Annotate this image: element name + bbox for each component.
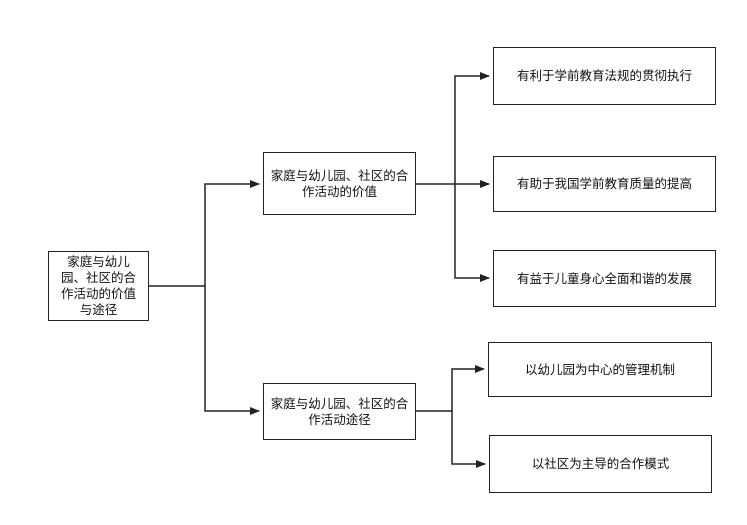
root-node: 家庭与幼儿园、社区的合作活动的价值与途径 [48,251,149,321]
edge-root-to-value [148,180,260,287]
leaf-node-path-2-label: 以社区为主导的合作模式 [531,456,670,471]
branch-node-path-label: 家庭与幼儿园、社区的合作活动途径 [270,395,409,427]
leaf-node-value-1: 有利于学前教育法规的贯彻执行 [493,47,716,105]
edge-path-to-child-2 [451,411,486,468]
leaf-node-value-1-label: 有利于学前教育法规的贯彻执行 [516,68,692,83]
leaf-node-path-1-label: 以幼儿园为中心的管理机制 [524,361,675,377]
edge-path-to-child-1 [415,365,485,412]
leaf-node-value-3-label: 有益于儿童身心全面和谐的发展 [516,270,692,286]
edge-root-to-path [204,286,260,415]
branch-node-value-label: 家庭与幼儿园、社区的合作活动的价值 [270,167,409,199]
leaf-node-value-2-label: 有助于我国学前教育质量的提高 [516,176,692,191]
leaf-node-value-2: 有助于我国学前教育质量的提高 [493,156,716,212]
branch-node-value: 家庭与幼儿园、社区的合作活动的价值 [263,152,416,215]
leaf-node-value-3: 有益于儿童身心全面和谐的发展 [493,250,716,307]
edge-value-to-child-1 [415,72,490,185]
branch-node-path: 家庭与幼儿园、社区的合作活动途径 [263,383,416,440]
root-node-label: 家庭与幼儿园、社区的合作活动的价值与途径 [60,254,136,317]
leaf-node-path-2: 以社区为主导的合作模式 [489,435,712,493]
edge-value-to-child-3 [454,184,490,282]
leaf-node-path-1: 以幼儿园为中心的管理机制 [488,342,712,397]
